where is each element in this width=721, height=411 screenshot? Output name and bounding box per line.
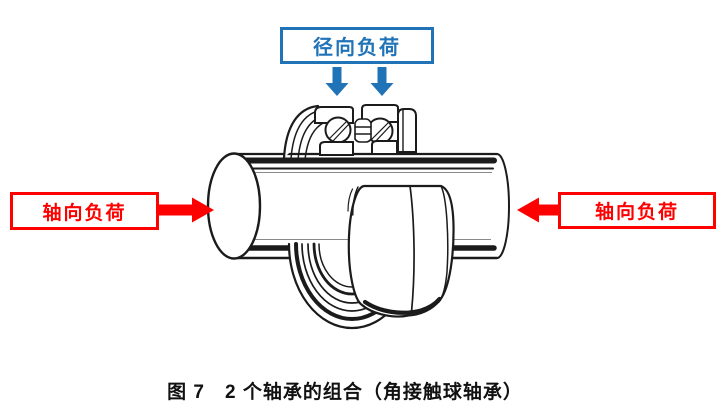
radial-load-arrow-right bbox=[370, 67, 394, 96]
axial-load-left-label: 轴向负荷 bbox=[42, 202, 127, 224]
sleeve-seam bbox=[409, 185, 415, 313]
shaft-left-cap bbox=[206, 152, 262, 260]
inner-race-left-block bbox=[319, 141, 354, 156]
outer-race-side-face bbox=[397, 108, 417, 153]
axial-load-right-label: 轴向负荷 bbox=[594, 202, 679, 223]
figure-caption: 图 7 2 个轴承的组合（角接触球轴承） bbox=[167, 382, 523, 403]
sleeve-bottom-band bbox=[362, 296, 442, 315]
bearing-ball-left bbox=[324, 116, 352, 144]
radial-load-label-box: 径向负荷 bbox=[280, 27, 434, 64]
inner-race-right-block bbox=[371, 140, 398, 155]
shaft-right-cap bbox=[496, 153, 510, 259]
inner-ring-spacer bbox=[354, 118, 372, 143]
axial-load-arrows bbox=[159, 197, 558, 223]
radial-load-arrows bbox=[325, 67, 394, 96]
outer-ring-sleeve bbox=[347, 184, 455, 318]
axial-load-left-label-box: 轴向负荷 bbox=[10, 192, 159, 230]
axial-load-arrow-right bbox=[517, 197, 558, 223]
radial-load-label: 径向负荷 bbox=[313, 37, 401, 59]
axial-load-arrow-left bbox=[159, 197, 214, 223]
radial-load-arrow-left bbox=[325, 67, 349, 96]
outer-race-right-block bbox=[361, 104, 399, 123]
axial-load-right-label-box: 轴向负荷 bbox=[558, 192, 716, 229]
bearing-cross-section bbox=[282, 104, 417, 161]
